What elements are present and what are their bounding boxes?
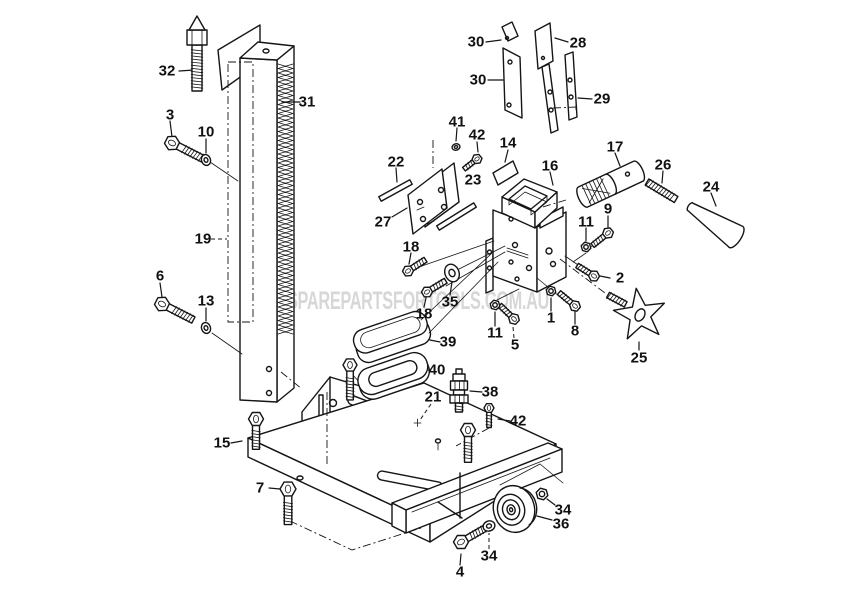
handle-grip-24: [686, 202, 745, 249]
guide-plates-28-29-30: [501, 21, 578, 134]
part-label-16: 16: [542, 158, 559, 175]
part-label-3: 3: [166, 107, 174, 124]
datum-cross-21: [413, 418, 422, 427]
rod-27: [436, 202, 477, 231]
part-label-2: 2: [616, 270, 624, 287]
part-label-6: 6: [156, 268, 164, 285]
lead-screw-32: [186, 15, 208, 92]
part-label-27: 27: [375, 214, 392, 231]
part-label-14: 14: [500, 135, 517, 152]
part-label-42: 42: [469, 127, 486, 144]
part-label-18: 18: [416, 306, 433, 323]
label-leader-lines: [159, 37, 717, 566]
bolt: [459, 422, 477, 463]
part-label-19: 19: [195, 231, 212, 248]
part-label-26: 26: [655, 157, 672, 174]
part-label-34: 34: [555, 502, 572, 519]
part-label-32: 32: [159, 63, 176, 80]
fence-rail: [391, 442, 563, 534]
part-label-39: 39: [440, 334, 457, 351]
clamp-plate-assembly: [378, 160, 519, 235]
bolt: [247, 411, 265, 450]
part-label-9: 9: [604, 201, 612, 218]
part-label-22: 22: [388, 154, 405, 171]
bolt: [575, 262, 601, 282]
construction-lines: [159, 37, 717, 566]
column-part-31: [239, 41, 295, 403]
part-label-1: 1: [547, 310, 555, 327]
star-knob-25: [612, 287, 665, 340]
part-label-38: 38: [482, 384, 499, 401]
part-label-42: 42: [510, 413, 527, 430]
part-label-17: 17: [607, 139, 624, 156]
bolt: [153, 296, 196, 324]
shim-14: [492, 160, 519, 186]
part-label-36: 36: [553, 516, 570, 533]
boundary-19: [227, 61, 254, 323]
grease-valve-38: [449, 368, 469, 404]
part-label-5: 5: [511, 337, 519, 354]
rod-22: [378, 179, 413, 202]
part-label-18: 18: [403, 239, 420, 256]
part-label-24: 24: [703, 179, 720, 196]
bolt: [497, 302, 520, 325]
part-label-40: 40: [429, 362, 446, 379]
bolt: [163, 135, 206, 163]
part-label-23: 23: [465, 172, 482, 189]
part-label-7: 7: [256, 480, 264, 497]
bolt: [279, 481, 297, 526]
part-label-11: 11: [487, 325, 503, 342]
part-label-29: 29: [594, 91, 611, 108]
gasket-ring-40: [357, 351, 431, 400]
part-label-41: 41: [449, 114, 466, 131]
roller-wheel-36: [492, 484, 538, 534]
part-label-10: 10: [198, 124, 215, 141]
bolt: [590, 227, 615, 249]
part-label-11: 11: [578, 214, 594, 231]
part-label-21: 21: [425, 389, 442, 406]
bolt: [420, 277, 448, 298]
bolt: [461, 153, 483, 172]
carriage-block-16: [485, 178, 567, 294]
part-label-15: 15: [214, 435, 231, 452]
part-label-30: 30: [470, 72, 487, 89]
part-label-13: 13: [198, 293, 215, 310]
part-label-4: 4: [456, 564, 465, 581]
diagram-artwork: [217, 21, 745, 543]
bolt: [483, 403, 495, 429]
bolt: [401, 256, 428, 277]
part-label-25: 25: [631, 350, 648, 367]
rack-teeth: [277, 63, 294, 335]
part-label-35: 35: [442, 294, 459, 311]
hardware-fasteners: [153, 15, 679, 550]
part-label-30: 30: [468, 34, 485, 51]
part-label-8: 8: [571, 323, 579, 340]
pinion-shaft-17: [576, 160, 646, 208]
part-label-31: 31: [299, 94, 316, 111]
part-label-34: 34: [481, 548, 498, 565]
bolt: [342, 358, 358, 401]
part-label-28: 28: [570, 35, 587, 52]
cap-39: [352, 310, 432, 364]
bolt: [556, 290, 582, 312]
